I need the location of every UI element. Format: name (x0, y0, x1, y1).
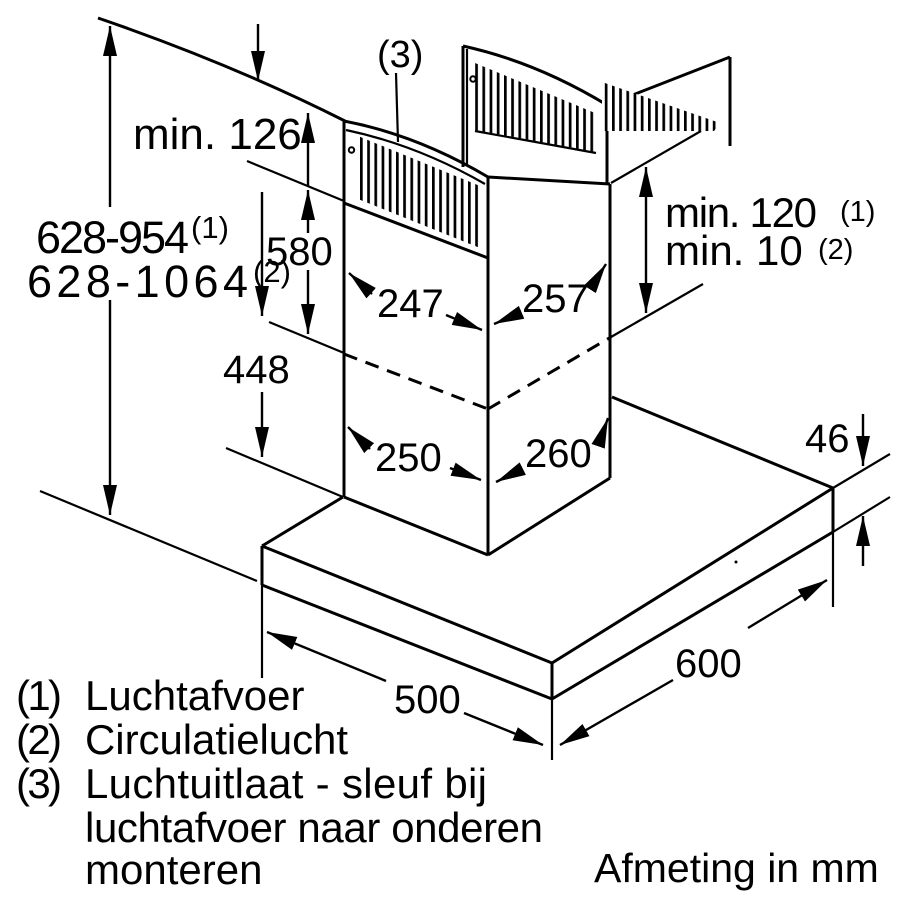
dim-260: 260 (525, 432, 592, 476)
legend-text-5: monteren (85, 846, 262, 893)
chimney-top-right-edge (487, 175, 611, 186)
body-top-back-right-edge (611, 395, 834, 490)
dim-46: 46 (805, 417, 850, 461)
dim-min-120: min. 120 (665, 189, 817, 236)
telescopic-joint-dashed (343, 335, 612, 411)
dim-ceiling-clearance: min. 126 (133, 110, 302, 159)
dim-total-height-1-sup: (1) (191, 210, 229, 245)
legend-text-4: luchtafvoer naar onderen (85, 804, 543, 851)
dimension-arrows (103, 24, 870, 747)
body-top-front-right-edge (551, 486, 834, 665)
upper-grille-slats-right (602, 82, 720, 131)
dim-500: 500 (394, 678, 461, 722)
dim-lower-chimney: 448 (223, 348, 290, 392)
body-top-front-left-edge (261, 544, 553, 665)
ceiling-line (97, 16, 346, 123)
dim-250: 250 (375, 436, 442, 480)
legend-text-2: Circulatielucht (85, 716, 348, 763)
legend-text-1: Luchtafvoer (85, 672, 304, 719)
screw-hole (347, 146, 356, 154)
dim-min-10-sup: (2) (818, 234, 853, 266)
dim-257: 257 (522, 277, 589, 321)
dim-upper-chimney: 580 (266, 230, 333, 274)
reference-lines (39, 130, 891, 760)
dim-total-height-2: 628-1064 (27, 256, 248, 307)
dim-total-height-1: 628-954 (36, 212, 189, 263)
chimney-upper-duct (461, 44, 732, 184)
hood-body (260, 395, 835, 701)
legend: (1) Luchtafvoer (2) Circulatielucht (3) … (16, 672, 543, 893)
dim-600: 600 (675, 642, 742, 686)
print-dot (734, 560, 738, 564)
upper-duct-top-left-edge (462, 44, 608, 107)
dim-min-120-sup: (1) (840, 196, 875, 228)
upper-grille-slats-left (475, 63, 595, 152)
callout-3: (3) (377, 34, 423, 76)
chimney-bottom-edges (343, 476, 611, 557)
body-bottom-front-left-edge (261, 583, 553, 701)
dimension-labels: min. 126 (3) 628-954 (1) 628-1064 (2) 58… (27, 34, 875, 722)
units-note: Afmeting in mm (594, 845, 879, 891)
dim-total-height-2-sup: (2) (253, 254, 291, 289)
legend-num-2: (2) (16, 716, 62, 763)
legend-num-1: (1) (16, 672, 62, 719)
callout-3-leader (394, 72, 400, 143)
body-bottom-front-right-edge (551, 530, 834, 701)
lower-grille-slats (358, 136, 480, 248)
screw-hole (469, 75, 477, 83)
legend-num-3: (3) (16, 760, 62, 807)
chimney-lower-duct (342, 119, 612, 557)
chimney-top-left-edge (343, 119, 489, 179)
dim-min-10: min. 10 (665, 227, 803, 274)
grille-band-bottom (343, 201, 489, 260)
body-top-back-left-edge (261, 495, 344, 548)
dim-247: 247 (377, 282, 444, 326)
legend-text-3: Luchtuitlaat - sleuf bij (85, 760, 487, 807)
